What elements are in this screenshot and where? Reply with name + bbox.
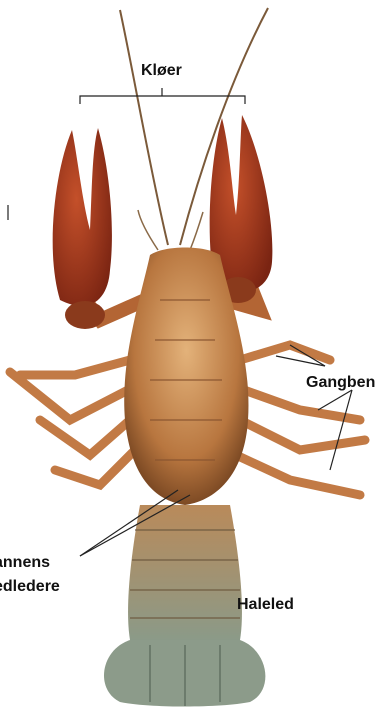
claws-bracket [80, 96, 245, 104]
left-claw [53, 128, 112, 329]
gangben-pointer-4 [330, 390, 352, 470]
label-male-organ: annens edledere [0, 551, 60, 599]
label-male-organ-line1: annens [0, 551, 60, 575]
label-kloer: Kløer [141, 62, 182, 80]
label-male-organ-line2: edledere [0, 575, 60, 599]
label-haleled: Haleled [237, 596, 294, 614]
label-gangben: Gangben [306, 374, 375, 392]
